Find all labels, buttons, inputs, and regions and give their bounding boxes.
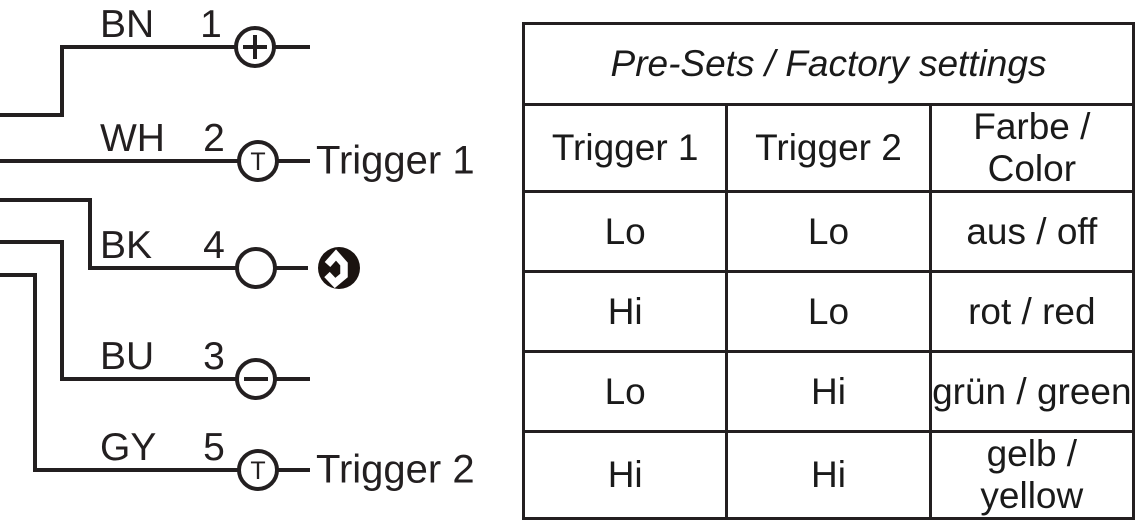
cell-trigger2-row4: Hi [725,430,932,520]
presets-table-title: Pre-Sets / Factory settings [522,22,1135,106]
table-row: Hi Lo rot / red [521,270,1136,353]
terminal-circle-wh [237,140,279,182]
cell-color-row2: rot / red [928,270,1136,353]
table-row: Lo Lo aus / off [521,190,1136,273]
wire-path-bk [0,198,237,270]
pin-number-gy: 5 [203,426,225,469]
table-header-row: Trigger 1 Trigger 2 Farbe / Color [521,103,1136,193]
column-header-color: Farbe / Color [928,103,1136,193]
cell-trigger2-row3: Hi [725,350,932,433]
cell-color-row1: aus / off [928,190,1136,273]
cable-wiring-diagram: BN 1 T WH 2 Trigger 1 BK 4 [0,0,500,498]
wire-path-bu [0,240,237,381]
cell-trigger1-row3: Lo [521,350,729,433]
wire-bu-pin-3: BU 3 [0,240,310,400]
wire-wh-pin-2: T WH 2 Trigger 1 [0,117,475,183]
table-row: Hi Hi gelb / yellow [521,430,1136,520]
cell-trigger1-row1: Lo [521,190,729,273]
cell-trigger2-row1: Lo [725,190,932,273]
wire-label-bn: BN [100,3,154,46]
wire-bn-pin-1: BN 1 [0,3,310,117]
cell-trigger1-row2: Hi [521,270,729,353]
cell-trigger2-row2: Lo [725,270,932,353]
pin-number-bk: 4 [203,224,225,267]
presets-table-container: Pre-Sets / Factory settings Trigger 1 Tr… [521,22,1136,520]
cell-trigger1-row4: Hi [521,430,729,520]
terminal-circle-gy [237,449,279,491]
wire-path-bn [0,45,236,117]
wire-label-bk: BK [100,224,152,267]
terminal-circle-bk [235,247,277,289]
trigger-t-icon-wh: T [250,148,265,176]
ac-signal-icon [318,247,360,289]
pin-number-wh: 2 [203,117,225,160]
signal-label-trigger-1: Trigger 1 [316,139,475,183]
wire-label-wh: WH [100,117,165,160]
cell-color-row4: gelb / yellow [928,430,1136,520]
trigger-t-icon-gy: T [250,457,265,485]
wire-gy-pin-5: T GY 5 Trigger 2 [0,273,475,492]
wire-path-gy [0,273,239,472]
table-row: Lo Hi grün / green [521,350,1136,433]
ac-signal-icon-zigzag [324,249,348,289]
wire-label-bu: BU [100,335,154,378]
presets-table: Pre-Sets / Factory settings Trigger 1 Tr… [521,22,1136,520]
pin-number-bu: 3 [203,335,225,378]
column-header-trigger-2: Trigger 2 [725,103,932,193]
wire-label-gy: GY [100,426,156,469]
column-header-trigger-1: Trigger 1 [521,103,729,193]
wire-bk-pin-4: BK 4 [0,198,360,289]
pin-number-bn: 1 [200,3,222,46]
signal-label-trigger-2: Trigger 2 [316,448,475,492]
cell-color-row3: grün / green [928,350,1136,433]
table-title-row: Pre-Sets / Factory settings [522,22,1135,106]
